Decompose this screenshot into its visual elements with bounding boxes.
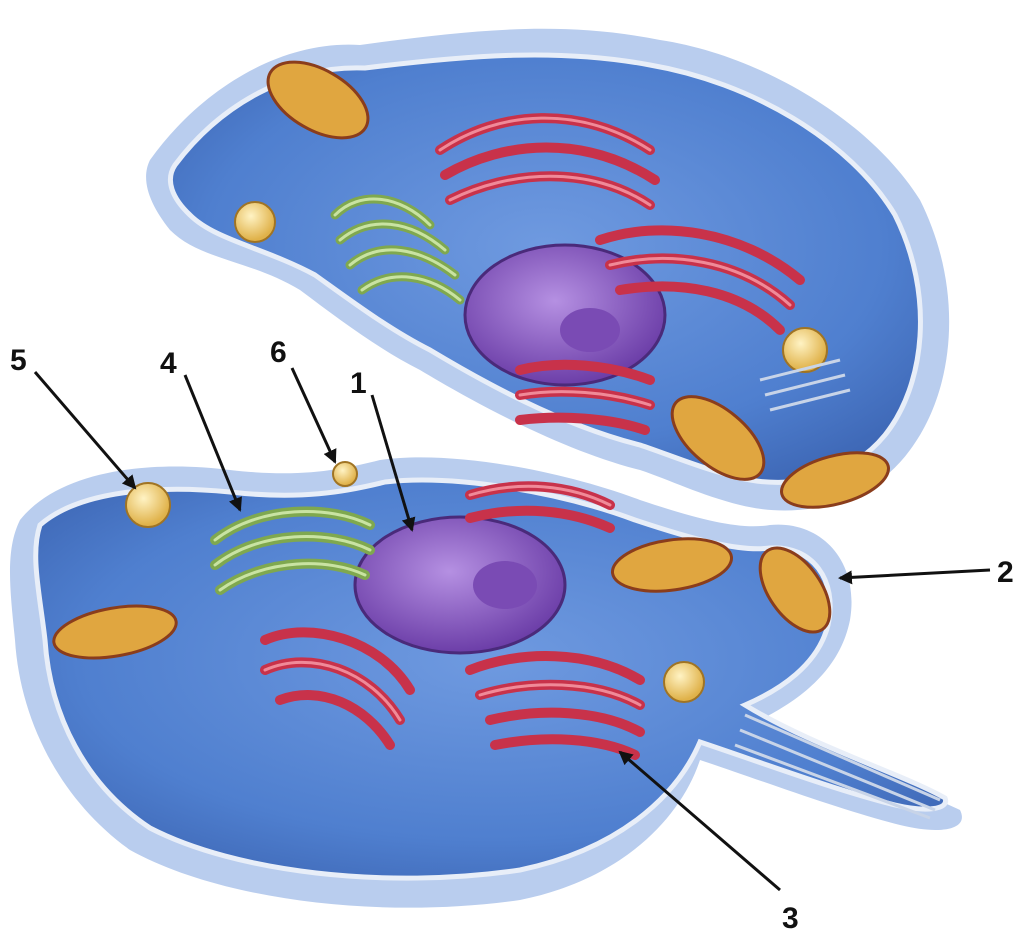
lower-nucleolus bbox=[473, 561, 537, 609]
arrow-6 bbox=[292, 368, 335, 462]
label-5: 5 bbox=[10, 344, 27, 377]
label-3: 3 bbox=[782, 902, 799, 935]
lower-vesicle bbox=[333, 462, 357, 486]
label-2: 2 bbox=[997, 556, 1014, 589]
upper-lysosome bbox=[235, 202, 275, 242]
upper-nucleolus bbox=[560, 308, 620, 352]
arrow-2 bbox=[840, 570, 990, 578]
label-4: 4 bbox=[160, 347, 177, 380]
upper-cell bbox=[146, 29, 949, 518]
label-1: 1 bbox=[350, 367, 367, 400]
lower-cell bbox=[10, 457, 962, 907]
label-6: 6 bbox=[270, 336, 287, 369]
lower-lysosome bbox=[126, 483, 170, 527]
arrow-5 bbox=[35, 372, 135, 488]
lower-lysosome bbox=[664, 662, 704, 702]
